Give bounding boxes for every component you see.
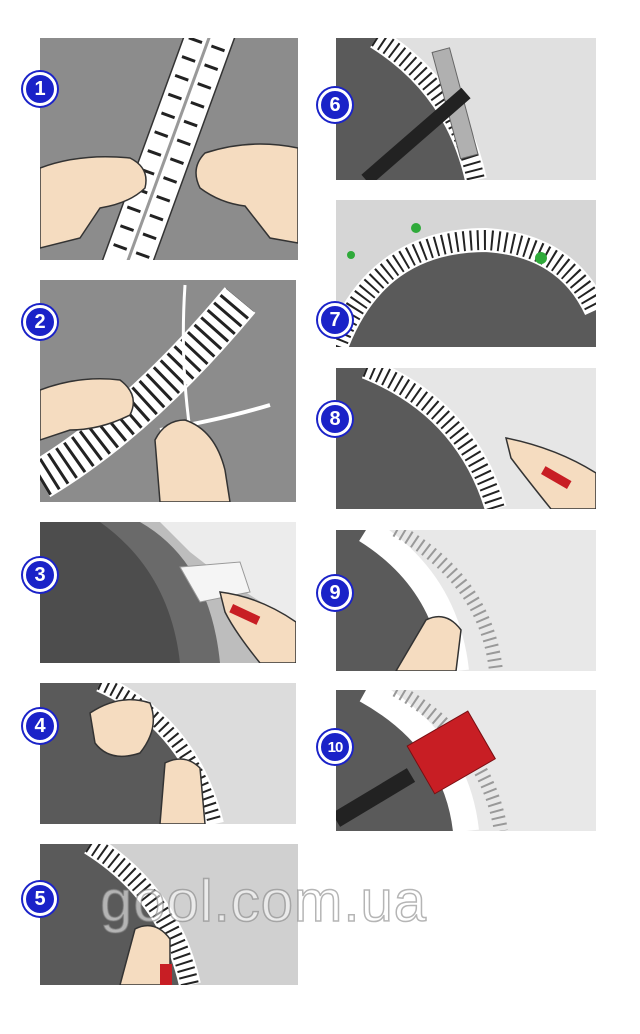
profile-strip-hands-illustration <box>40 38 298 260</box>
step-2-badge: 2 <box>23 305 57 339</box>
profile-bending-illustration <box>40 280 296 502</box>
arch-profile-illustration <box>336 200 596 347</box>
step-2-image <box>40 280 296 502</box>
step-8-image <box>336 368 596 509</box>
step-1-image <box>40 38 298 260</box>
step-5-badge: 5 <box>23 882 57 916</box>
corner-finishing-illustration <box>336 368 596 509</box>
step-4-image <box>40 683 296 824</box>
step-3-badge: 3 <box>23 558 57 592</box>
step-1-badge: 1 <box>23 72 57 106</box>
press-profile-illustration <box>40 683 296 824</box>
step-7-image <box>336 200 596 347</box>
step-9-image <box>336 530 596 671</box>
step-7-badge: 7 <box>318 303 352 337</box>
plaster-application-illustration <box>40 522 296 663</box>
finish-edge-illustration <box>40 844 298 985</box>
step-10-image <box>336 690 596 831</box>
step-8-badge: 8 <box>318 402 352 436</box>
step-10-badge: 10 <box>318 730 352 764</box>
step-6-image <box>336 38 596 180</box>
sponge-float-illustration <box>336 690 596 831</box>
level-check-illustration <box>336 38 596 180</box>
step-9-badge: 9 <box>318 576 352 610</box>
step-4-badge: 4 <box>23 709 57 743</box>
smoothing-illustration <box>336 530 596 671</box>
step-5-image <box>40 844 298 985</box>
step-3-image <box>40 522 296 663</box>
step-6-badge: 6 <box>318 88 352 122</box>
